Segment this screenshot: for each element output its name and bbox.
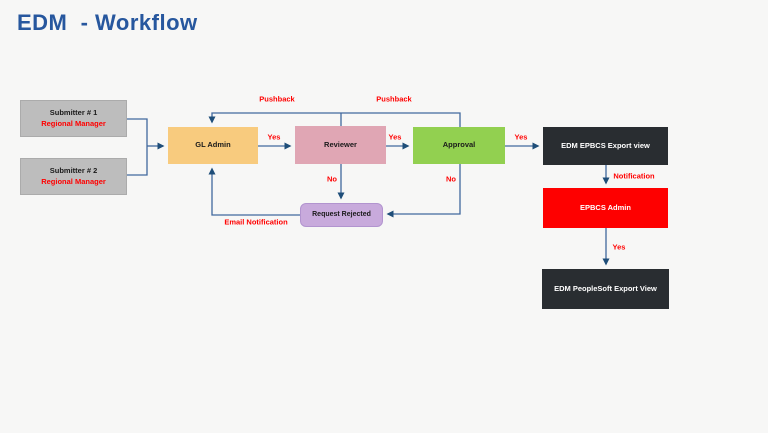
edge-label-notification: Notification [613, 171, 655, 181]
node-request-rejected: Request Rejected [300, 203, 383, 227]
submitter1-name: Submitter # 1 [49, 108, 98, 118]
epbcs-admin-label: EPBCS Admin [580, 202, 631, 212]
node-reviewer: Reviewer [295, 126, 386, 164]
edge-email-notification [208, 167, 300, 216]
node-submitter-2: Submitter # 2 Regional Manager [20, 158, 127, 195]
edge-label-no-reviewer: No [327, 174, 337, 184]
edm-peoplesoft-export-label: EDM PeopleSoft Export View [554, 283, 657, 293]
edge-label-yes-4: Yes [612, 242, 626, 252]
edge-approval-no [386, 164, 461, 218]
edge-label-no-approval: No [446, 174, 456, 184]
edge-label-yes-3: Yes [514, 132, 528, 142]
edge-label-yes-1: Yes [267, 132, 281, 142]
edge-label-email-notification: Email Notification [224, 217, 288, 227]
edge-submitter1-merge [127, 118, 148, 176]
submitter2-role: Regional Manager [41, 176, 106, 186]
node-edm-peoplesoft-export-view: EDM PeopleSoft Export View [542, 269, 669, 309]
submitter1-role: Regional Manager [41, 118, 106, 128]
gl-admin-label: GL Admin [195, 140, 231, 150]
request-rejected-label: Request Rejected [312, 211, 371, 219]
edge-label-pushback-left: Pushback [259, 94, 295, 104]
node-approval: Approval [413, 127, 505, 164]
node-epbcs-admin: EPBCS Admin [543, 188, 668, 228]
edge-label-yes-2: Yes [388, 132, 402, 142]
edge-label-pushback-right: Pushback [376, 94, 412, 104]
node-gl-admin: GL Admin [168, 127, 258, 164]
page-title: EDM - Workflow [17, 10, 198, 35]
submitter2-name: Submitter # 2 [49, 166, 98, 176]
node-edm-epbcs-export-view: EDM EPBCS Export view [543, 127, 668, 165]
reviewer-label: Reviewer [324, 139, 357, 149]
edge-pushback-top [208, 112, 461, 127]
node-submitter-1: Submitter # 1 Regional Manager [20, 100, 127, 137]
approval-label: Approval [442, 140, 476, 150]
edm-epbcs-export-label: EDM EPBCS Export view [561, 140, 650, 150]
